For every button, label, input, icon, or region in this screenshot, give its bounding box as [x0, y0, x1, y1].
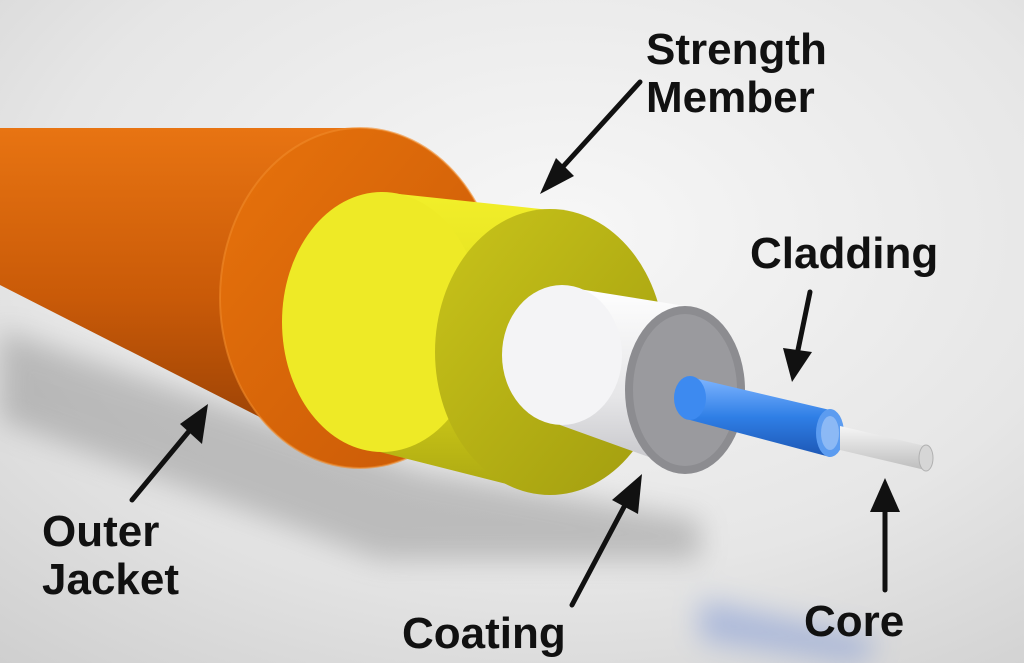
label-strength-member-line1: Strength — [646, 25, 827, 74]
coating — [502, 285, 745, 474]
cladding — [674, 376, 844, 457]
label-cladding: Cladding — [750, 230, 938, 278]
arrow-outer-jacket — [129, 404, 208, 503]
arrow-core — [870, 478, 900, 593]
arrow-coating — [569, 474, 642, 608]
label-outer-jacket-line2: Jacket — [42, 555, 180, 604]
arrow-strength-member — [540, 79, 643, 194]
label-strength-member-line2: Member — [646, 73, 815, 122]
label-core: Core — [804, 598, 904, 646]
core — [840, 426, 934, 472]
label-coating-text: Coating — [402, 609, 566, 658]
label-core-text: Core — [804, 597, 905, 646]
arrow-cladding — [783, 289, 813, 382]
label-strength-member: Strength Member — [646, 26, 827, 122]
label-coating: Coating — [402, 610, 566, 658]
cable-shadow — [0, 330, 880, 663]
label-outer-jacket-line1: Outer — [42, 507, 160, 556]
label-cladding-text: Cladding — [750, 229, 939, 278]
label-outer-jacket: Outer Jacket — [42, 508, 179, 604]
